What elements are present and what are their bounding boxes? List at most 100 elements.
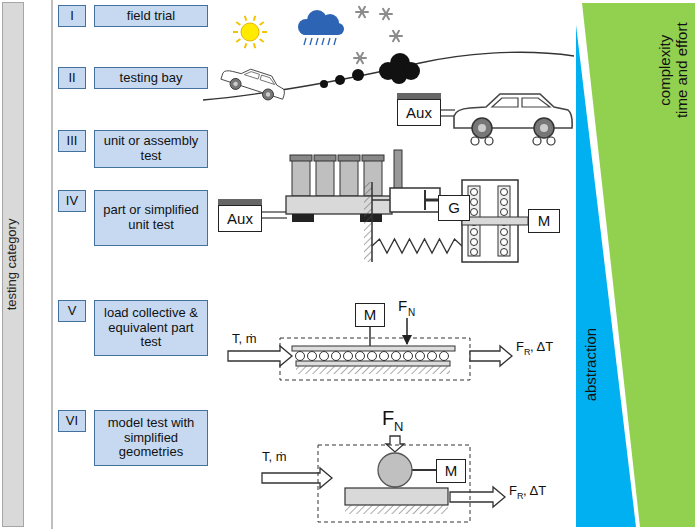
level-number: III	[67, 134, 78, 149]
fixed-wall	[364, 182, 372, 262]
level-number-box: V	[58, 300, 86, 322]
normal-force-arrow	[406, 318, 408, 344]
machine-label: M	[364, 306, 377, 323]
sun-icon	[236, 39, 240, 42]
sun-icon	[236, 22, 240, 25]
level-number: IV	[66, 194, 78, 209]
quantity-label: N	[408, 308, 415, 318]
drive-shaft	[262, 211, 287, 212]
snowflake	[359, 7, 365, 17]
level-number: V	[68, 304, 77, 319]
rain-cloud	[300, 25, 342, 35]
axis-title: testing category	[6, 219, 21, 311]
level-label: part or simplified unit test	[95, 203, 207, 233]
engine-block	[286, 196, 392, 214]
separator-line	[52, 0, 53, 529]
spring	[372, 239, 462, 253]
machine-label: Aux	[406, 104, 432, 121]
level-number-box: III	[58, 130, 86, 152]
level-number-box: IV	[58, 190, 86, 212]
flow-arrow	[262, 468, 332, 488]
drive-shaft	[441, 110, 455, 116]
quantity-label: T, ṁ	[262, 450, 287, 463]
sun-icon	[233, 16, 267, 48]
test-level-box: model test with simplified geometries	[94, 410, 208, 466]
snowflake	[383, 9, 389, 19]
snowflake	[393, 31, 399, 41]
machine-box: M	[436, 459, 466, 483]
level-number: VI	[66, 414, 78, 429]
linear-guide	[308, 352, 317, 361]
engine-block	[292, 160, 310, 196]
bearing-housing	[501, 189, 508, 196]
flow-arrow	[470, 346, 512, 366]
linear-guide	[416, 352, 425, 361]
engine-block	[340, 160, 358, 196]
flow-arrow	[386, 436, 404, 452]
level-label: model test with simplified geometries	[95, 416, 207, 461]
fixed-wall	[371, 182, 373, 262]
snowflake	[359, 7, 365, 17]
hydraulic-cylinder	[372, 199, 390, 201]
drive-shaft	[410, 469, 436, 471]
flat-specimen	[345, 488, 448, 514]
roller-dyno	[471, 137, 555, 145]
flow-arrow	[228, 346, 292, 366]
engine-block	[314, 155, 336, 161]
linear-guide	[296, 361, 450, 366]
level-number-box: VI	[58, 410, 86, 432]
flow-arrow	[450, 487, 505, 507]
rain-cloud	[304, 38, 336, 45]
roller-dyno	[471, 137, 479, 145]
linear-guide	[292, 346, 455, 374]
engine-block	[362, 155, 384, 161]
linear-guide	[320, 352, 329, 361]
rain-cloud	[328, 38, 330, 45]
test-car	[454, 94, 572, 138]
sun-icon	[245, 43, 247, 48]
sun-icon	[260, 39, 264, 42]
test-level-box: unit or assembly test	[94, 130, 208, 168]
bearing-housing	[471, 239, 478, 246]
snowflake	[383, 9, 389, 19]
sun-icon	[254, 43, 256, 48]
fixed-wall	[364, 182, 372, 262]
linear-guide	[332, 352, 341, 361]
sun-icon	[241, 23, 259, 41]
linear-guide	[380, 352, 389, 361]
sun-icon	[233, 16, 267, 48]
linear-guide	[344, 352, 353, 361]
rain-cloud	[298, 10, 344, 35]
sun-icon	[254, 16, 256, 21]
machine-box: M	[528, 209, 560, 233]
linear-guide	[404, 352, 413, 361]
level-number-box: I	[58, 5, 86, 27]
level-label: unit or assembly test	[95, 134, 207, 164]
linear-guide	[296, 352, 305, 361]
quantity-label: T, ṁ	[232, 332, 257, 345]
roller-dyno	[547, 137, 555, 145]
bearing-housing	[501, 239, 508, 246]
rain-cloud	[322, 38, 324, 45]
trend-label: complexity time and effort	[655, 21, 690, 119]
quantity-label: R	[524, 348, 531, 357]
quantity-label: N	[394, 420, 403, 433]
bearing-housing	[501, 249, 508, 256]
snowflake	[357, 53, 363, 63]
bearing-housing	[471, 199, 478, 206]
level-label: testing bay	[117, 71, 186, 86]
test-level-box: load collective & equivalent part test	[94, 300, 208, 356]
bearing-housing	[462, 180, 528, 262]
trend-label: abstraction	[582, 328, 599, 401]
bearing-housing	[471, 189, 478, 196]
quantity-label: , ΔT	[530, 340, 553, 353]
roller-dyno	[533, 137, 541, 145]
system-boundary	[280, 338, 470, 380]
drive-shaft	[441, 115, 455, 116]
level-number-box: II	[58, 67, 86, 89]
bearing-housing	[471, 249, 478, 256]
quantity-label: F	[382, 408, 394, 428]
level-label: field trial	[124, 9, 178, 24]
flat-specimen	[345, 488, 448, 505]
bearing-housing	[471, 229, 478, 236]
